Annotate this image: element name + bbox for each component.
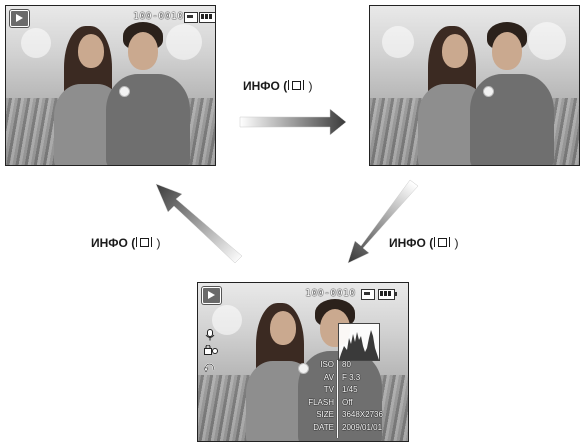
histogram bbox=[338, 323, 380, 361]
background-bokeh bbox=[166, 24, 202, 60]
voice-memo-icon bbox=[204, 329, 216, 341]
screen-basic-info: 100-0010 bbox=[5, 5, 216, 166]
memory-card-icon bbox=[184, 12, 198, 23]
background-bokeh bbox=[212, 305, 242, 335]
transition-label-text: ИНФО ( bbox=[389, 236, 434, 250]
display-button-icon bbox=[288, 80, 305, 91]
info-value: 3648X2736 bbox=[342, 410, 383, 419]
memory-card-icon bbox=[361, 289, 375, 300]
info-key: ISO bbox=[320, 360, 334, 369]
info-value: 80 bbox=[342, 360, 351, 369]
display-button-icon bbox=[136, 237, 153, 248]
info-value: 1/45 bbox=[342, 385, 358, 394]
transition-label-text: ИНФО ( bbox=[243, 79, 288, 93]
play-mode-icon bbox=[10, 10, 29, 27]
file-number: 100-0010 bbox=[305, 288, 356, 299]
info-key: SIZE bbox=[316, 410, 334, 419]
rotate-icon bbox=[203, 361, 216, 373]
info-key: FLASH bbox=[308, 397, 334, 407]
display-button-icon bbox=[434, 237, 451, 248]
transition-label-close: ) bbox=[451, 236, 459, 250]
transition-label-1: ИНФО ( ) bbox=[243, 79, 313, 93]
transition-label-2: ИНФО ( ) bbox=[389, 236, 459, 250]
battery-icon bbox=[199, 12, 215, 23]
play-mode-icon bbox=[202, 287, 221, 304]
background-bokeh bbox=[382, 26, 414, 58]
transition-label-3: ИНФО ( ) bbox=[91, 236, 161, 250]
screen-no-info bbox=[369, 5, 580, 166]
transition-label-text: ИНФО ( bbox=[91, 236, 136, 250]
info-key: DATE bbox=[313, 422, 334, 432]
protect-icon bbox=[204, 344, 218, 355]
background-bokeh bbox=[528, 22, 566, 60]
info-divider bbox=[337, 360, 338, 438]
info-key: TV bbox=[323, 385, 334, 394]
info-value: F 3.3 bbox=[342, 372, 361, 382]
battery-icon bbox=[378, 289, 397, 300]
info-value: 2009/01/01 bbox=[342, 422, 383, 432]
info-value: Off bbox=[342, 397, 353, 407]
transition-label-close: ) bbox=[153, 236, 161, 250]
file-number: 100-0010 bbox=[133, 11, 184, 22]
background-bokeh bbox=[21, 28, 51, 58]
info-key: AV bbox=[323, 372, 334, 382]
transition-label-close: ) bbox=[305, 79, 313, 93]
